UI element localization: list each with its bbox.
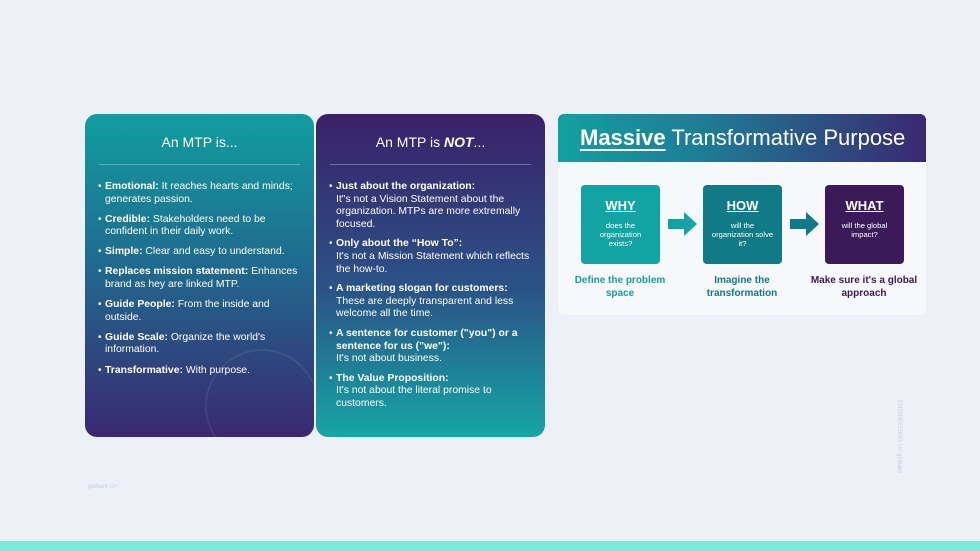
how-box: HOW will the organization solve it? (703, 185, 782, 264)
list-item: Transformative: With purpose. (98, 365, 304, 378)
box-subtext: will the organization solve it? (711, 221, 774, 248)
mtp-header: Massive Transformative Purpose (558, 114, 926, 162)
list-item: Emotional: It reaches hearts and minds; … (98, 181, 304, 206)
mtp-is-not-card: An MTP is NOT... Just about the organiza… (316, 114, 545, 437)
list-item: Guide Scale: Organize the world's inform… (98, 332, 304, 357)
why-box: WHY does the organization exists? (581, 185, 660, 264)
list-item: A marketing slogan for customers:These a… (329, 283, 535, 321)
mtp-is-title: An MTP is... (161, 134, 238, 150)
list-item: Only about the “How To”:It's not a Missi… (329, 238, 535, 276)
list-item: A sentence for customer ("you") or a sen… (329, 328, 535, 366)
divider (330, 164, 531, 165)
box-subtext: does the organization exists? (599, 221, 642, 248)
mtp-is-not-list: Just about the organization:It"s not a V… (316, 181, 545, 411)
list-item: The Value Proposition:It's not about the… (329, 373, 535, 411)
list-item: Credible: Stakeholders need to be confid… (98, 214, 304, 239)
arrow-right-icon (668, 212, 697, 236)
what-box: WHAT will the global impact? (825, 185, 904, 264)
why-caption: Define the problem space (574, 275, 666, 299)
how-caption: Imagine the transformation (706, 275, 778, 299)
mtp-is-card: An MTP is... Emotional: It reaches heart… (85, 114, 314, 437)
mtp-is-not-title: An MTP is NOT... (375, 134, 486, 150)
bottom-accent-bar (0, 541, 980, 551)
divider (99, 164, 300, 165)
list-item: Just about the organization:It"s not a V… (329, 181, 535, 231)
footer-logo-text: globant U> (88, 484, 118, 490)
list-item: Guide People: From the inside and outsid… (98, 299, 304, 324)
mtp-panel: Massive Transformative Purpose WHY does … (558, 114, 926, 315)
footer-side-text: ENGINEERING U> globant (896, 400, 902, 473)
box-heading: HOW (726, 198, 759, 213)
list-item: Replaces mission statement: Enhances bra… (98, 266, 304, 291)
box-heading: WHY (605, 198, 636, 213)
box-heading: WHAT (845, 198, 884, 213)
what-caption: Make sure it's a global approach (810, 275, 918, 299)
box-subtext: will the global impact? (841, 221, 888, 239)
arrow-right-icon (790, 212, 819, 236)
mtp-is-list: Emotional: It reaches hearts and minds; … (85, 181, 314, 377)
list-item: Simple: Clear and easy to understand. (98, 246, 304, 259)
